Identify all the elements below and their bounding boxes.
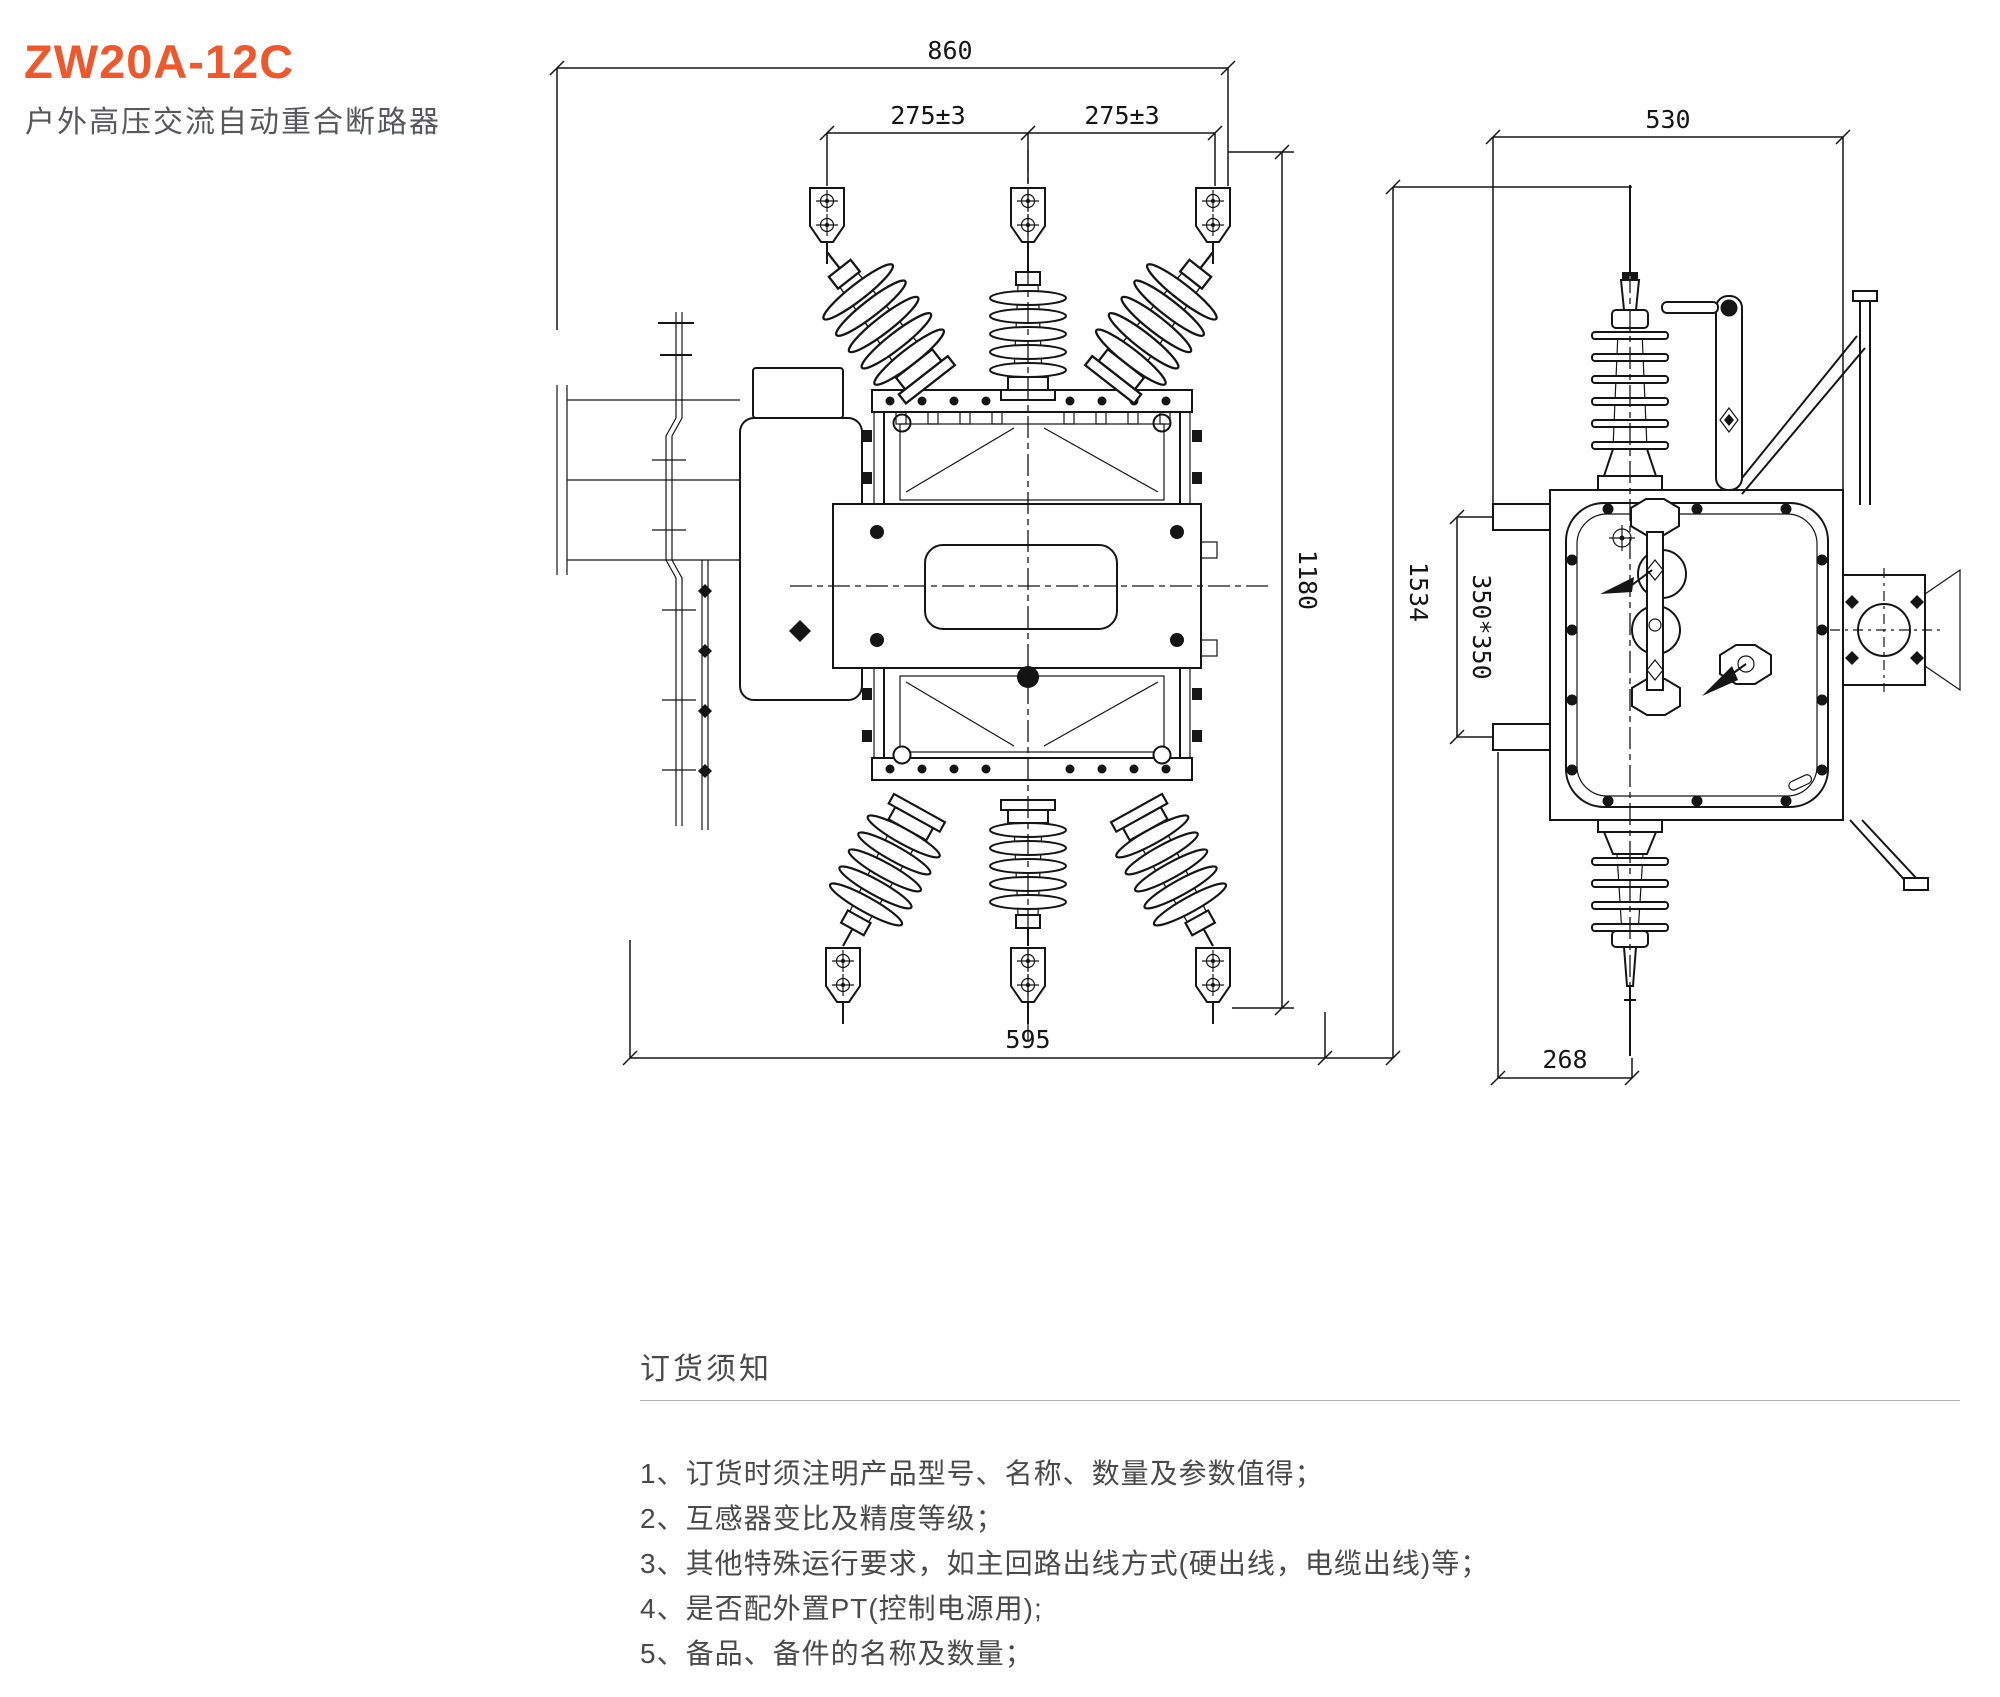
dim-side-base-offset: 268 (1490, 752, 1640, 1086)
dim-side-overall-width: 530 (1485, 105, 1851, 575)
note-item-5: 5、备品、备件的名称及数量； (640, 1638, 1034, 1669)
note-item-1: 1、订货时须注明产品型号、名称、数量及参数值得； (640, 1458, 1324, 1489)
note-item-4: 4、是否配外置PT(控制电源用); (640, 1593, 1043, 1624)
product-subtitle: 户外高压交流自动重合断路器 (25, 106, 441, 139)
side-view-drawing: 530 1534 350*350 (1385, 105, 1961, 1086)
front-view-drawing: 860 275±3 275±3 1180 (549, 36, 1393, 1066)
dim-label-860: 860 (927, 36, 972, 65)
dim-front-phase-spacing: 275±3 275±3 (819, 101, 1223, 186)
notes-divider (640, 1400, 1960, 1401)
front-operating-rod (556, 312, 740, 830)
dim-label-350x350: 350*350 (1467, 574, 1496, 679)
dim-front-overall-height: 1180 (1228, 144, 1322, 1016)
notes-heading: 订货须知 (640, 1353, 772, 1386)
outline-drawing: 860 275±3 275±3 1180 (549, 36, 1961, 1086)
side-linkage-mechanism (1600, 498, 1772, 716)
dim-front-base-width: 595 (622, 940, 1393, 1066)
front-control-cabinet (739, 367, 874, 701)
dim-label-530: 530 (1645, 105, 1690, 134)
side-tank-body (1492, 489, 1844, 821)
side-port-plate (1830, 568, 1961, 891)
dim-front-overall-width: 860 (549, 36, 1236, 330)
dim-label-275-right: 275±3 (1084, 101, 1159, 130)
dim-label-1180: 1180 (1293, 550, 1322, 610)
page-title: ZW20A-12C (24, 35, 295, 88)
front-tank-frame (832, 389, 1218, 781)
note-item-2: 2、互感器变比及精度等级； (640, 1503, 1005, 1534)
dim-label-1534: 1534 (1404, 562, 1433, 622)
side-operating-handle (1661, 290, 1878, 505)
dim-label-275-left: 275±3 (890, 101, 965, 130)
dim-side-mounting-flange: 350*350 (1449, 509, 1496, 745)
side-bottom-bushing (1591, 819, 1669, 1056)
dim-label-268: 268 (1542, 1045, 1587, 1074)
dim-side-overall-height: 1534 (1385, 179, 1632, 1066)
note-item-3: 3、其他特殊运行要求，如主回路出线方式(硬出线，电缆出线)等； (640, 1548, 1490, 1579)
